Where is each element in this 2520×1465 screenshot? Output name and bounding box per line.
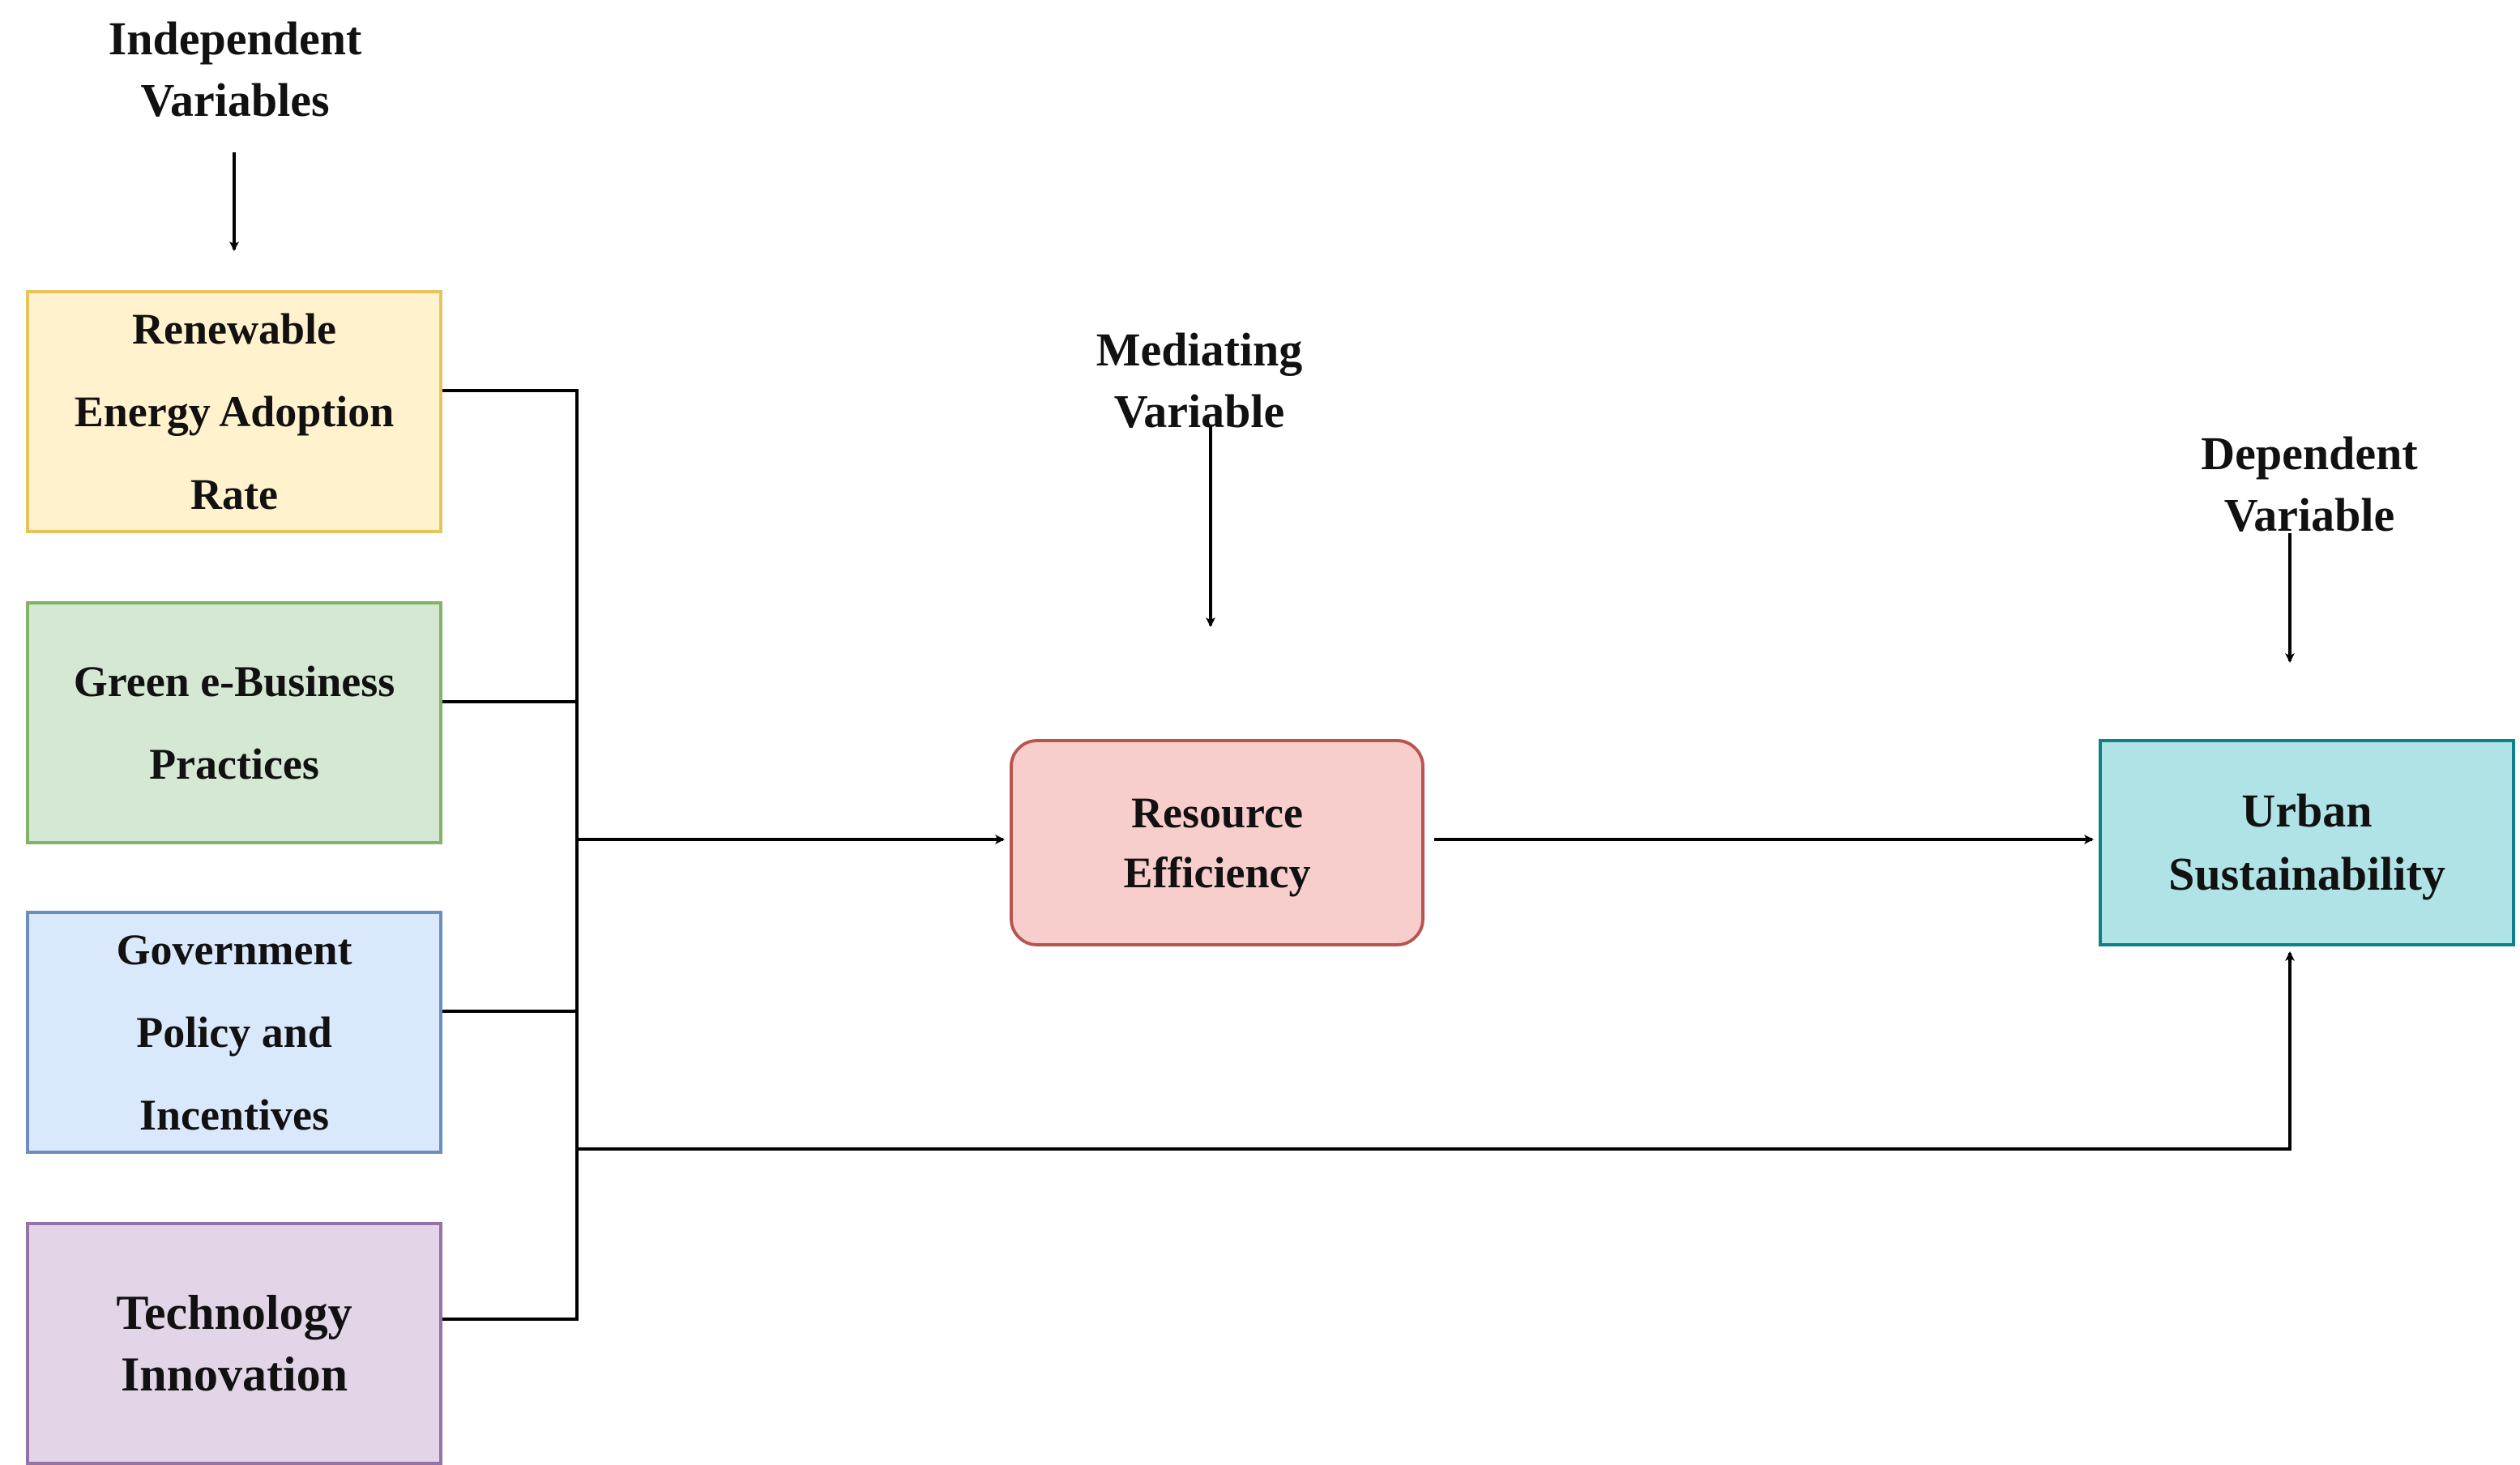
node-text-line: Incentives [139,1091,329,1139]
label-line: Dependent [2201,427,2418,480]
node-text-line: Urban [2241,784,2373,837]
label-line: Mediating [1096,323,1303,376]
technology-innovation-box: Technology Innovation [26,1222,442,1465]
dependent-variable-label: Dependent Variable [2123,423,2496,546]
independent-variables-label: Independent Variables [49,8,421,131]
arrow-direct-to-urban [577,951,2295,1151]
node-text-line: Green e-Business [73,657,395,706]
node-text-line: Efficiency [1123,848,1311,897]
node-text-line: Government [116,925,352,974]
government-policy-box: Government Policy and Incentives [26,911,442,1154]
node-text-line: Renewable [132,305,336,353]
node-text-line: Rate [190,470,278,519]
label-line: Variables [140,74,330,126]
label-line: Variable [2223,489,2395,541]
node-text-line: Sustainability [2168,848,2445,900]
node-text-line: Innovation [120,1348,348,1401]
mediating-variable-label: Mediating Variable [1021,319,1377,442]
resource-efficiency-box: Resource Efficiency [1010,739,1424,946]
urban-sustainability-box: Urban Sustainability [2099,739,2515,946]
node-text-line: Resource [1131,788,1303,837]
label-line: Variable [1113,385,1285,438]
node-text-line: Technology [116,1286,352,1339]
node-text-line: Energy Adoption [74,387,395,436]
renewable-energy-box: Renewable Energy Adoption Rate [26,290,442,533]
node-text-line: Policy and [136,1008,332,1057]
green-ebusiness-box: Green e-Business Practices [26,601,442,844]
node-text-line: Practices [149,740,319,788]
label-line: Independent [108,12,362,65]
